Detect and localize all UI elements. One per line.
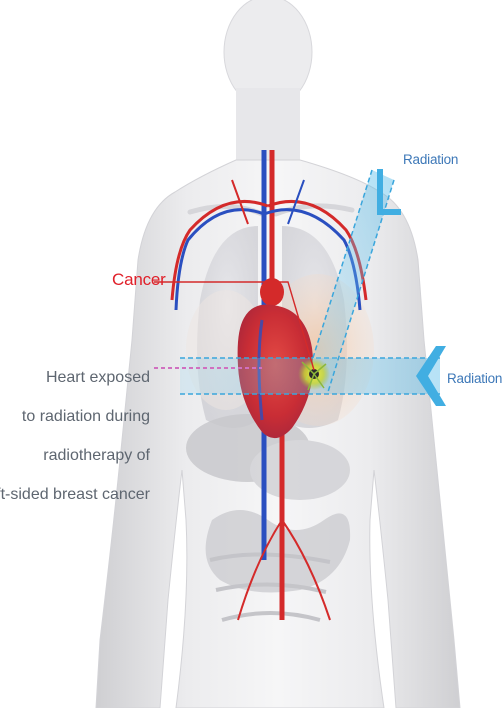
- radiation-label-top: Radiation: [403, 152, 458, 167]
- cancer-label: Cancer: [112, 270, 166, 290]
- radiation-label-right: Radiation: [447, 371, 502, 386]
- caption-line-4: left-sided breast cancer: [0, 475, 150, 514]
- heart-exposure-caption: Heart exposed to radiation during radiot…: [0, 358, 150, 514]
- caption-line-1: Heart exposed: [0, 358, 150, 397]
- caption-line-2: to radiation during: [0, 397, 150, 436]
- caption-line-3: radiotherapy of: [0, 436, 150, 475]
